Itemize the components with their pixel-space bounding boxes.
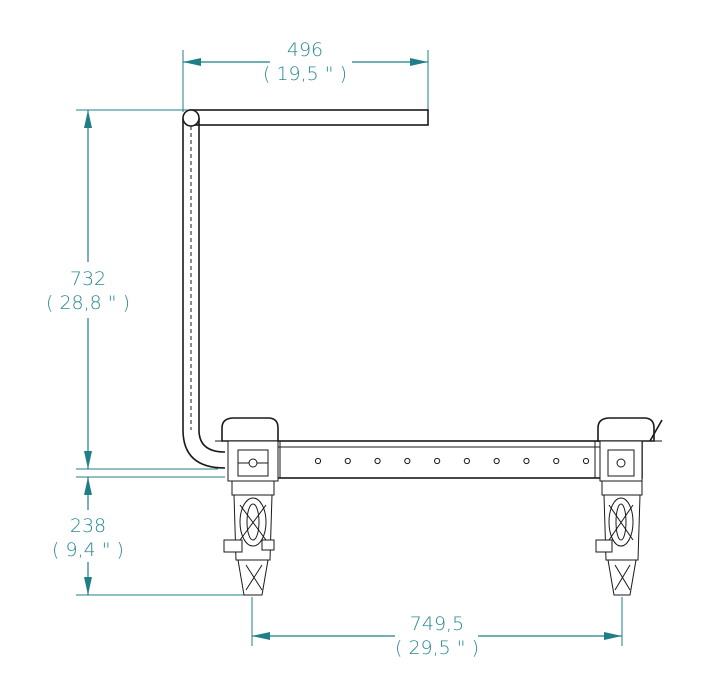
- handle-tube: [182, 109, 429, 469]
- frame-hole: [344, 457, 351, 465]
- corner-cap: [182, 109, 200, 127]
- dimension-height-value: 732: [70, 268, 106, 290]
- frame-hole: [582, 457, 590, 465]
- dimension-wheelbase-value: 749,5: [410, 613, 464, 635]
- dimension-caster-height-imperial: ( 9,4 " ): [52, 539, 124, 561]
- caster-left: [215, 417, 286, 596]
- frame-hole: [404, 457, 411, 465]
- frame-holes: [314, 457, 590, 465]
- dimension-wheelbase: 749,5 ( 29,5 " ): [251, 597, 623, 659]
- frame-hole: [374, 457, 381, 465]
- dimension-top-width-imperial: ( 19,5 " ): [263, 63, 347, 85]
- dimension-caster-height: 238 ( 9,4 " ): [52, 476, 250, 596]
- frame-hole: [523, 457, 530, 465]
- dimension-top-width: 496 ( 19,5 " ): [182, 39, 429, 112]
- dimension-caster-height-value: 238: [70, 515, 106, 537]
- dimension-height: 732 ( 28,8 " ): [46, 109, 218, 470]
- frame-hole: [493, 457, 500, 465]
- caster-right: [590, 417, 663, 596]
- dimension-height-imperial: ( 28,8 " ): [46, 292, 130, 314]
- frame-hole: [463, 457, 470, 465]
- frame-hole: [434, 457, 441, 465]
- dimension-top-width-value: 496: [287, 39, 323, 61]
- frame-hole: [553, 457, 560, 465]
- dimension-wheelbase-imperial: ( 29,5 " ): [395, 637, 479, 659]
- base-frame: [231, 440, 643, 479]
- frame-hole: [314, 457, 322, 465]
